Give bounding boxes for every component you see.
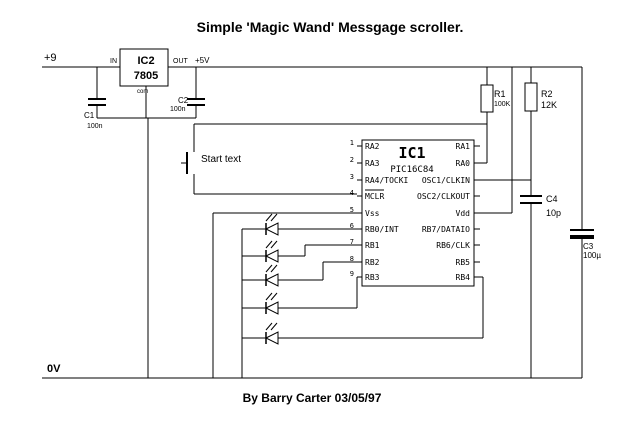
mcu-right-pin-name: OSC1/CLKIN [422, 176, 470, 185]
regulator-com-label: com [137, 89, 148, 95]
c2-ref: C2 [178, 96, 189, 105]
mcu-left-pin-name: RB1 [365, 241, 380, 250]
plus9-rail: +9 [42, 52, 120, 68]
mcu-pin-number: 2 [350, 156, 354, 164]
ground-rail: 0V [42, 363, 582, 379]
c4-value: 10p [546, 208, 561, 218]
mcu-right-pin-name: RA0 [456, 159, 471, 168]
mcu-pin-number: 3 [350, 173, 354, 181]
plus9-label: +9 [44, 52, 57, 64]
mcu-left-pin-name: RB3 [365, 273, 380, 282]
mcu-pin-number: 7 [350, 238, 354, 246]
mcu-left-pin-name: RB2 [365, 258, 380, 267]
c1-value: 100n [87, 123, 103, 130]
mcu-left-pin-name: RB0/INT [365, 225, 399, 234]
mcu-right-pin-name: OSC2/CLKOUT [417, 192, 470, 201]
author-credit: By Barry Carter 03/05/97 [243, 391, 382, 405]
mcu-pin-number: 9 [350, 270, 354, 278]
led [242, 264, 282, 287]
c4-ref: C4 [546, 194, 558, 204]
mcu-pin-number: 5 [350, 206, 354, 214]
r2-value: 12K [541, 100, 557, 110]
led [242, 322, 282, 345]
mcu-right-pin-name: RA1 [456, 142, 471, 151]
led [242, 292, 282, 315]
mcu-ref: IC1 [398, 144, 425, 162]
led [242, 213, 282, 236]
mcu-pin-number: 6 [350, 222, 354, 230]
start-text-label: Start text [201, 154, 241, 165]
regulator-out-label: OUT [173, 58, 189, 65]
mcu-left-pin-name: Vss [365, 209, 380, 218]
r2-ref: R2 [541, 89, 553, 99]
mcu-left-pin-name: MCLR [365, 192, 384, 201]
r1-value: 100K [494, 101, 511, 108]
mcu-right-pin-name: Vdd [456, 209, 471, 218]
start-switch: Start text [181, 123, 487, 195]
regulator-ref: IC2 [137, 55, 154, 67]
regulator-part: 7805 [134, 70, 158, 82]
capacitor-c1: C1 100n [84, 67, 106, 130]
mcu-right-pin-name: RB4 [456, 273, 471, 282]
mcu-pin-number: 8 [350, 255, 354, 263]
mcu-pin-number: 1 [350, 139, 354, 147]
led [242, 240, 282, 263]
resistor-r1: R1 100K [474, 67, 511, 164]
diagram-title: Simple 'Magic Wand' Messgage scroller. [197, 19, 464, 35]
c2-value: 100n [170, 106, 186, 113]
mcu-left-pin-name: RA3 [365, 159, 380, 168]
capacitor-c2: C2 100n [170, 67, 205, 118]
mcu-left-pin-name: RA2 [365, 142, 380, 151]
led-port-wiring [282, 228, 484, 339]
mcu-right-pin-name: RB6/CLK [436, 241, 470, 250]
c1-ref: C1 [84, 111, 95, 120]
capacitor-c4: C4 10p [520, 194, 561, 378]
mcu-right-pin-name: RB5 [456, 258, 471, 267]
pic16c84-ic1: IC1 PIC16C84 1 RA2 2 RA3 3 RA4/TOCKI 4 MCLR 5 Vss… [350, 139, 480, 287]
c3-ref: C3 [583, 242, 594, 251]
regulator-in-label: IN [110, 58, 117, 65]
mcu-pin-number: 4 [350, 189, 354, 197]
led-array [242, 213, 282, 345]
plus5-net-label: +5V [195, 56, 210, 65]
c3-value: 100µ [583, 251, 601, 260]
capacitor-c3: C3 100µ [570, 67, 601, 378]
mcu-right-pin-name: RB7/DATAIO [422, 225, 470, 234]
resistor-r2: R2 12K [524, 67, 557, 195]
ground-label: 0V [47, 363, 61, 375]
mcu-left-pins: 1 RA2 2 RA3 3 RA4/TOCKI 4 MCLR 5 Vss 6 RB0/INT 7 RB1 8… [350, 139, 409, 282]
r1-ref: R1 [494, 89, 506, 99]
mcu-left-pin-name: RA4/TOCKI [365, 176, 409, 185]
regulator-ic2: IC2 7805 IN OUT com +5V [97, 48, 210, 378]
mcu-part: PIC16C84 [390, 165, 433, 175]
